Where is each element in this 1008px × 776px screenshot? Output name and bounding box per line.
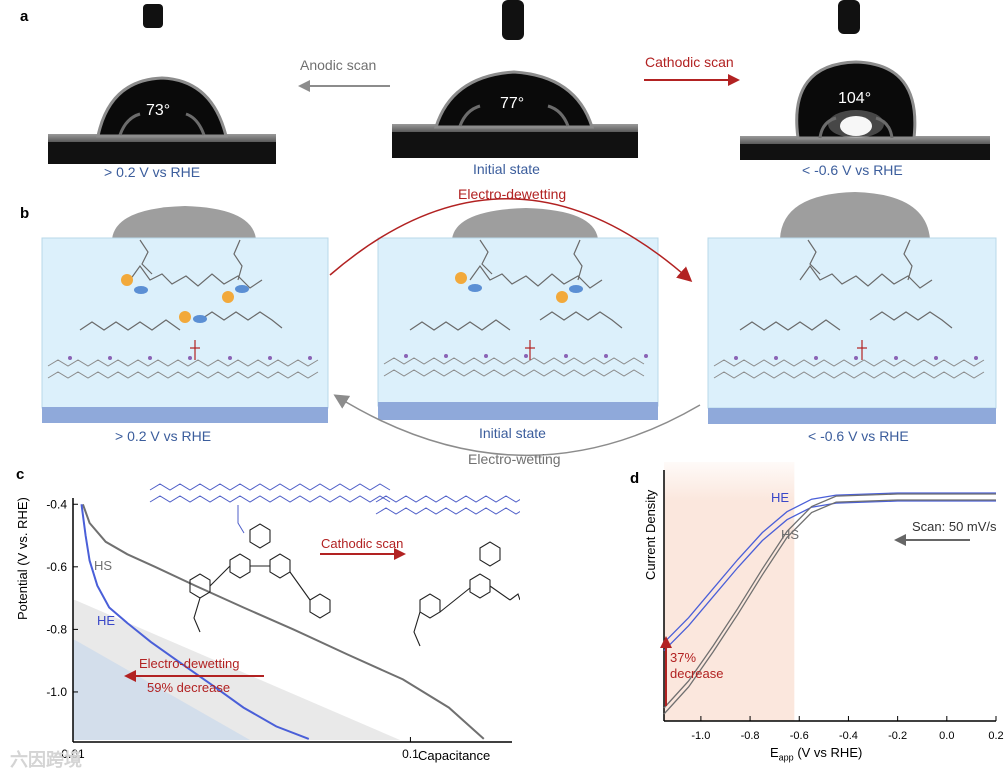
electro-wetting-label: Electro-wetting (468, 451, 561, 467)
ions-center (455, 272, 583, 303)
d-hs-label: HS (781, 527, 800, 542)
d-xlabel: Eapp (V vs RHE) (770, 745, 862, 763)
d-xtick-label: -0.2 (888, 730, 907, 742)
c-decrease-label: 59% decrease (147, 680, 231, 695)
box-center (377, 208, 659, 420)
d-scan-label: Scan: 50 mV/s (912, 519, 997, 534)
d-series-he-line (663, 492, 996, 644)
d-decrease-line1: 37% (670, 650, 697, 665)
panel-c-chart: -0.4 -0.6 -0.8 -1.0 0.01 0.1 (46, 483, 520, 761)
caption-a-center: Initial state (473, 161, 540, 177)
ions-left (121, 274, 249, 323)
d-scan-arrow-icon (894, 534, 906, 546)
box-right (707, 192, 997, 424)
d-xtick-label: -0.8 (741, 730, 760, 742)
panel-c-letter: c (16, 466, 25, 483)
c-hs-label: HS (94, 558, 113, 573)
d-xlabel-sub: app (778, 752, 794, 763)
dewetting-arrow-icon (329, 198, 693, 282)
c-xtick-label: 0.1 (402, 747, 419, 761)
cathodic-scan-arrow-icon (394, 548, 406, 560)
c-ytick-label: -0.4 (46, 497, 67, 511)
d-xtick-label: 0.0 (939, 730, 954, 742)
d-shaded-region (664, 462, 795, 721)
c-he-label: HE (97, 613, 116, 628)
wetting-arrow-icon (333, 394, 701, 457)
caption-b-right: < -0.6 V vs RHE (808, 428, 909, 444)
c-xlabel: Capacitance (418, 748, 491, 763)
d-ylabel: Current Density (643, 489, 658, 580)
caption-a-right: < -0.6 V vs RHE (802, 162, 903, 178)
droplet-right (740, 0, 990, 160)
angle-right: 104° (838, 90, 872, 107)
d-xlabel-main: E (770, 745, 779, 760)
angle-left: 73° (146, 102, 171, 119)
c-ytick-label: -0.6 (46, 560, 67, 574)
d-xlabel-rest: (V vs RHE) (793, 745, 863, 760)
d-xtick-label: -0.6 (790, 730, 809, 742)
caption-a-left: > 0.2 V vs RHE (104, 164, 201, 180)
dewetting-left-arrow-icon (124, 670, 136, 682)
d-decrease-line2: decrease (670, 666, 724, 681)
anodic-arrow-icon (298, 80, 310, 92)
c-dewetting-label: Electro-dewetting (139, 656, 240, 671)
cathodic-arrow-icon (728, 74, 740, 86)
c-cathodic-label: Cathodic scan (321, 536, 404, 551)
angle-center: 77° (500, 95, 525, 112)
d-xtick-label: -0.4 (839, 730, 858, 742)
panel-a-letter: a (20, 8, 29, 25)
series-he-line (80, 504, 310, 740)
cathodic-scan-label: Cathodic scan (645, 54, 734, 70)
d-he-label: HE (771, 490, 790, 505)
caption-b-center: Initial state (479, 425, 546, 441)
panel-a-droplets (48, 0, 990, 164)
caption-b-left: > 0.2 V vs RHE (115, 428, 212, 444)
molecule-sketch-right (375, 495, 520, 515)
c-xtick-label: 0.01 (61, 747, 85, 761)
molecule-sketch-left (149, 483, 391, 534)
c-ytick-label: -0.8 (46, 622, 67, 636)
d-series-hs-line (663, 493, 996, 709)
d-decrease-arrow-icon (660, 636, 672, 648)
droplet-left (48, 4, 276, 164)
panel-d-letter: d (630, 470, 640, 487)
droplet-center (392, 0, 638, 158)
anodic-scan-label: Anodic scan (300, 57, 377, 73)
d-xtick-label: -1.0 (691, 730, 710, 742)
electro-dewetting-label: Electro-dewetting (458, 186, 567, 202)
panel-b-schematic (41, 192, 997, 457)
panel-b-letter: b (20, 205, 30, 222)
c-ytick-label: -1.0 (46, 685, 67, 699)
watermark: 六因跨境 (10, 750, 82, 770)
series-hs-line (81, 503, 485, 740)
d-xtick-label: 0.2 (988, 730, 1003, 742)
